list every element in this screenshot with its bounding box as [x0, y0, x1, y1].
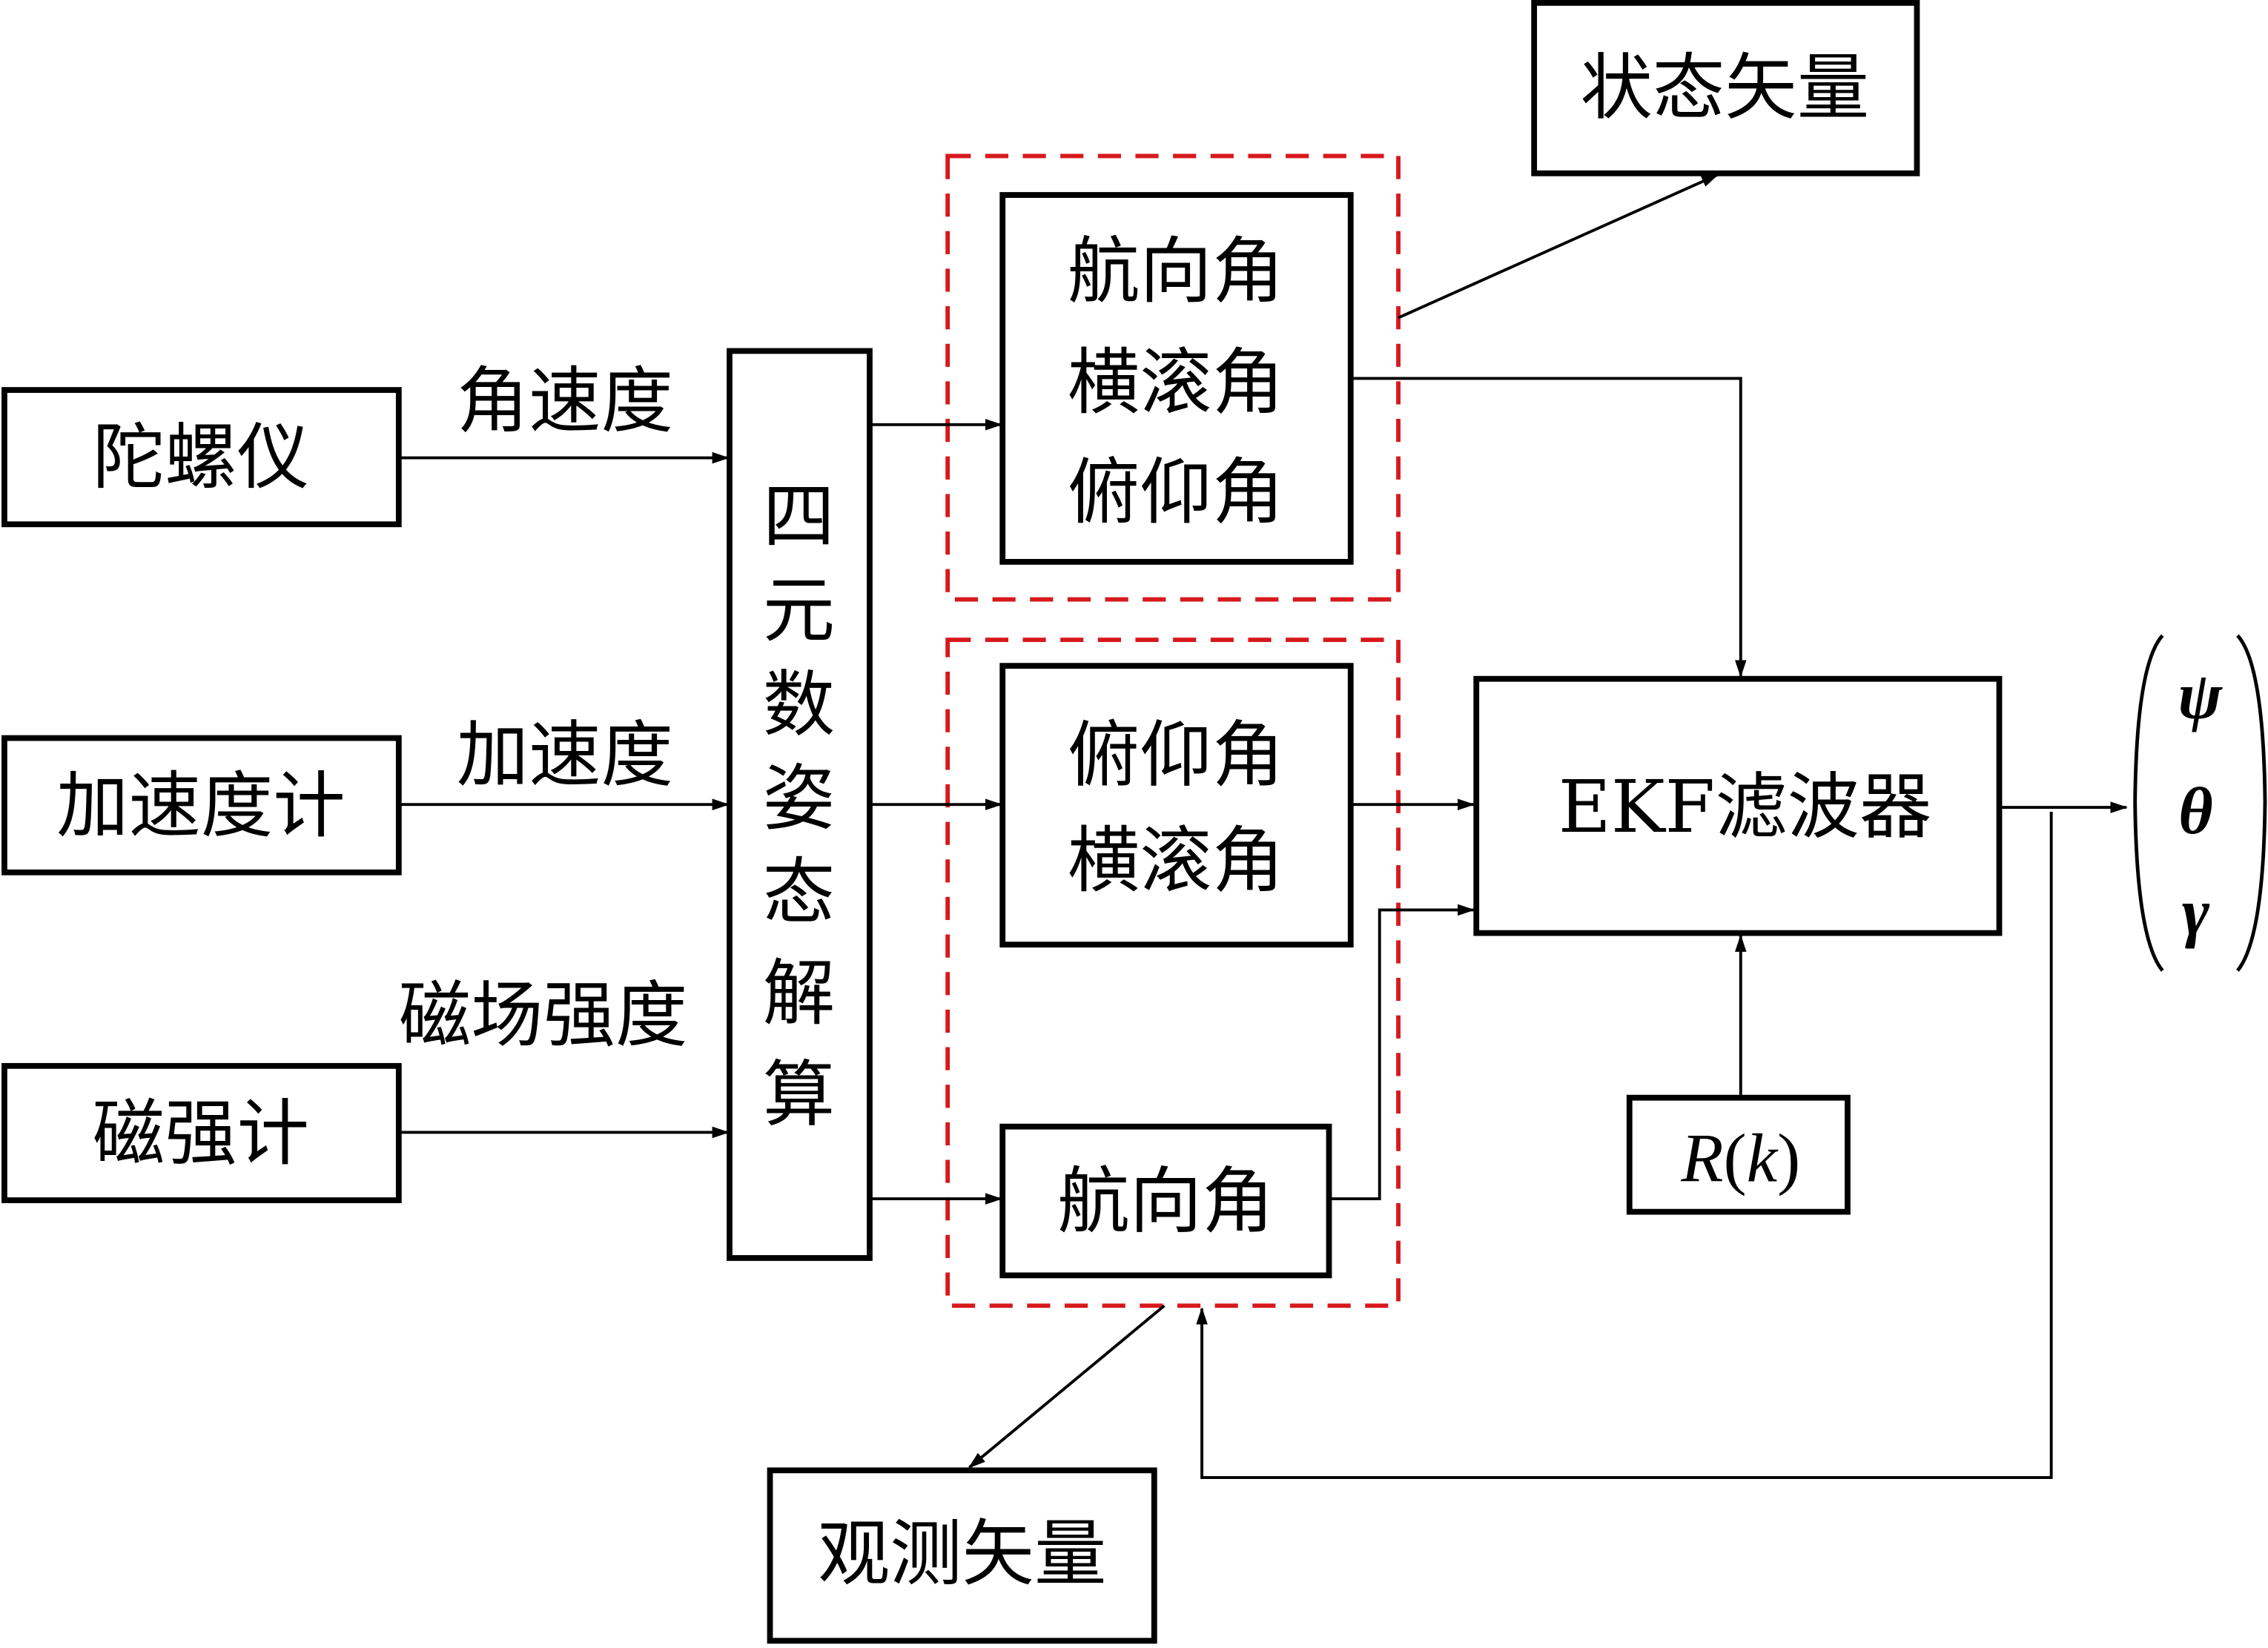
magnetometer-block: 磁强计: [1, 1062, 402, 1203]
output-theta: θ: [2178, 775, 2213, 848]
magnetometer-label: 磁强计: [93, 1092, 309, 1176]
obs-heading-label: 航向角: [1057, 1159, 1274, 1243]
gyroscope-block: 陀螺仪: [1, 387, 402, 528]
observation-vector-arrow: [968, 1304, 1166, 1469]
ekf-filter-block: EKF滤波器: [1473, 675, 2003, 936]
accelerometer-label: 加速度计: [56, 764, 346, 847]
observation-pitch-roll-block: 俯仰角 横滚角: [999, 663, 1354, 948]
solver-char: 算: [763, 1053, 835, 1136]
angular-velocity-label: 角速度: [457, 360, 673, 443]
observation-vector-block: 观测矢量: [767, 1467, 1157, 1644]
pitch-angle-label: 俯仰角: [1068, 450, 1284, 534]
gyroscope-label: 陀螺仪: [93, 416, 309, 500]
ekf-filter-label: EKF滤波器: [1558, 765, 1932, 849]
solver-char: 元: [763, 569, 835, 652]
noise-covariance-label: R(k): [1680, 1121, 1800, 1197]
solver-char: 姿: [763, 757, 835, 841]
output-gamma: γ: [2182, 876, 2210, 950]
noise-covariance-block: R(k): [1626, 1094, 1851, 1215]
state-vector-label: 状态矢量: [1581, 46, 1870, 130]
observation-group-dashed-box: [945, 638, 1401, 1308]
right-paren: [2236, 634, 2267, 972]
solver-char: 解: [763, 952, 835, 1036]
output-vector: ψ θ γ: [2133, 634, 2267, 972]
solver-char: 态: [763, 850, 835, 934]
state-vector-block: 状态矢量: [1531, 0, 1920, 176]
observation-vector-label: 观测矢量: [818, 1512, 1107, 1595]
output-psi: ψ: [2178, 659, 2223, 732]
solver-char: 数: [763, 663, 835, 747]
heading-to-ekf-arrow: [1329, 904, 1475, 1201]
obs-roll-label: 横滚角: [1068, 818, 1284, 902]
acceleration-label: 加速度: [457, 713, 673, 797]
magnetic-field-label: 磁场强度: [399, 973, 688, 1057]
state-vector-arrow: [1398, 173, 1719, 320]
feedback-arrow: [1196, 811, 2053, 1480]
state-group-dashed-box: [945, 153, 1401, 602]
obs-pitch-label: 俯仰角: [1068, 713, 1284, 797]
heading-angle-label: 航向角: [1068, 229, 1284, 313]
observation-heading-block: 航向角: [999, 1123, 1332, 1279]
solver-char: 四: [763, 475, 835, 559]
quaternion-solver-block: 四 元 数 姿 态 解 算: [727, 348, 873, 1261]
state-angles-block: 航向角 横滚角 俯仰角: [999, 192, 1354, 565]
state-to-ekf-arrow: [1350, 377, 1747, 678]
accelerometer-block: 加速度计: [1, 735, 402, 876]
roll-angle-label: 横滚角: [1068, 340, 1284, 424]
left-paren: [2133, 634, 2164, 972]
